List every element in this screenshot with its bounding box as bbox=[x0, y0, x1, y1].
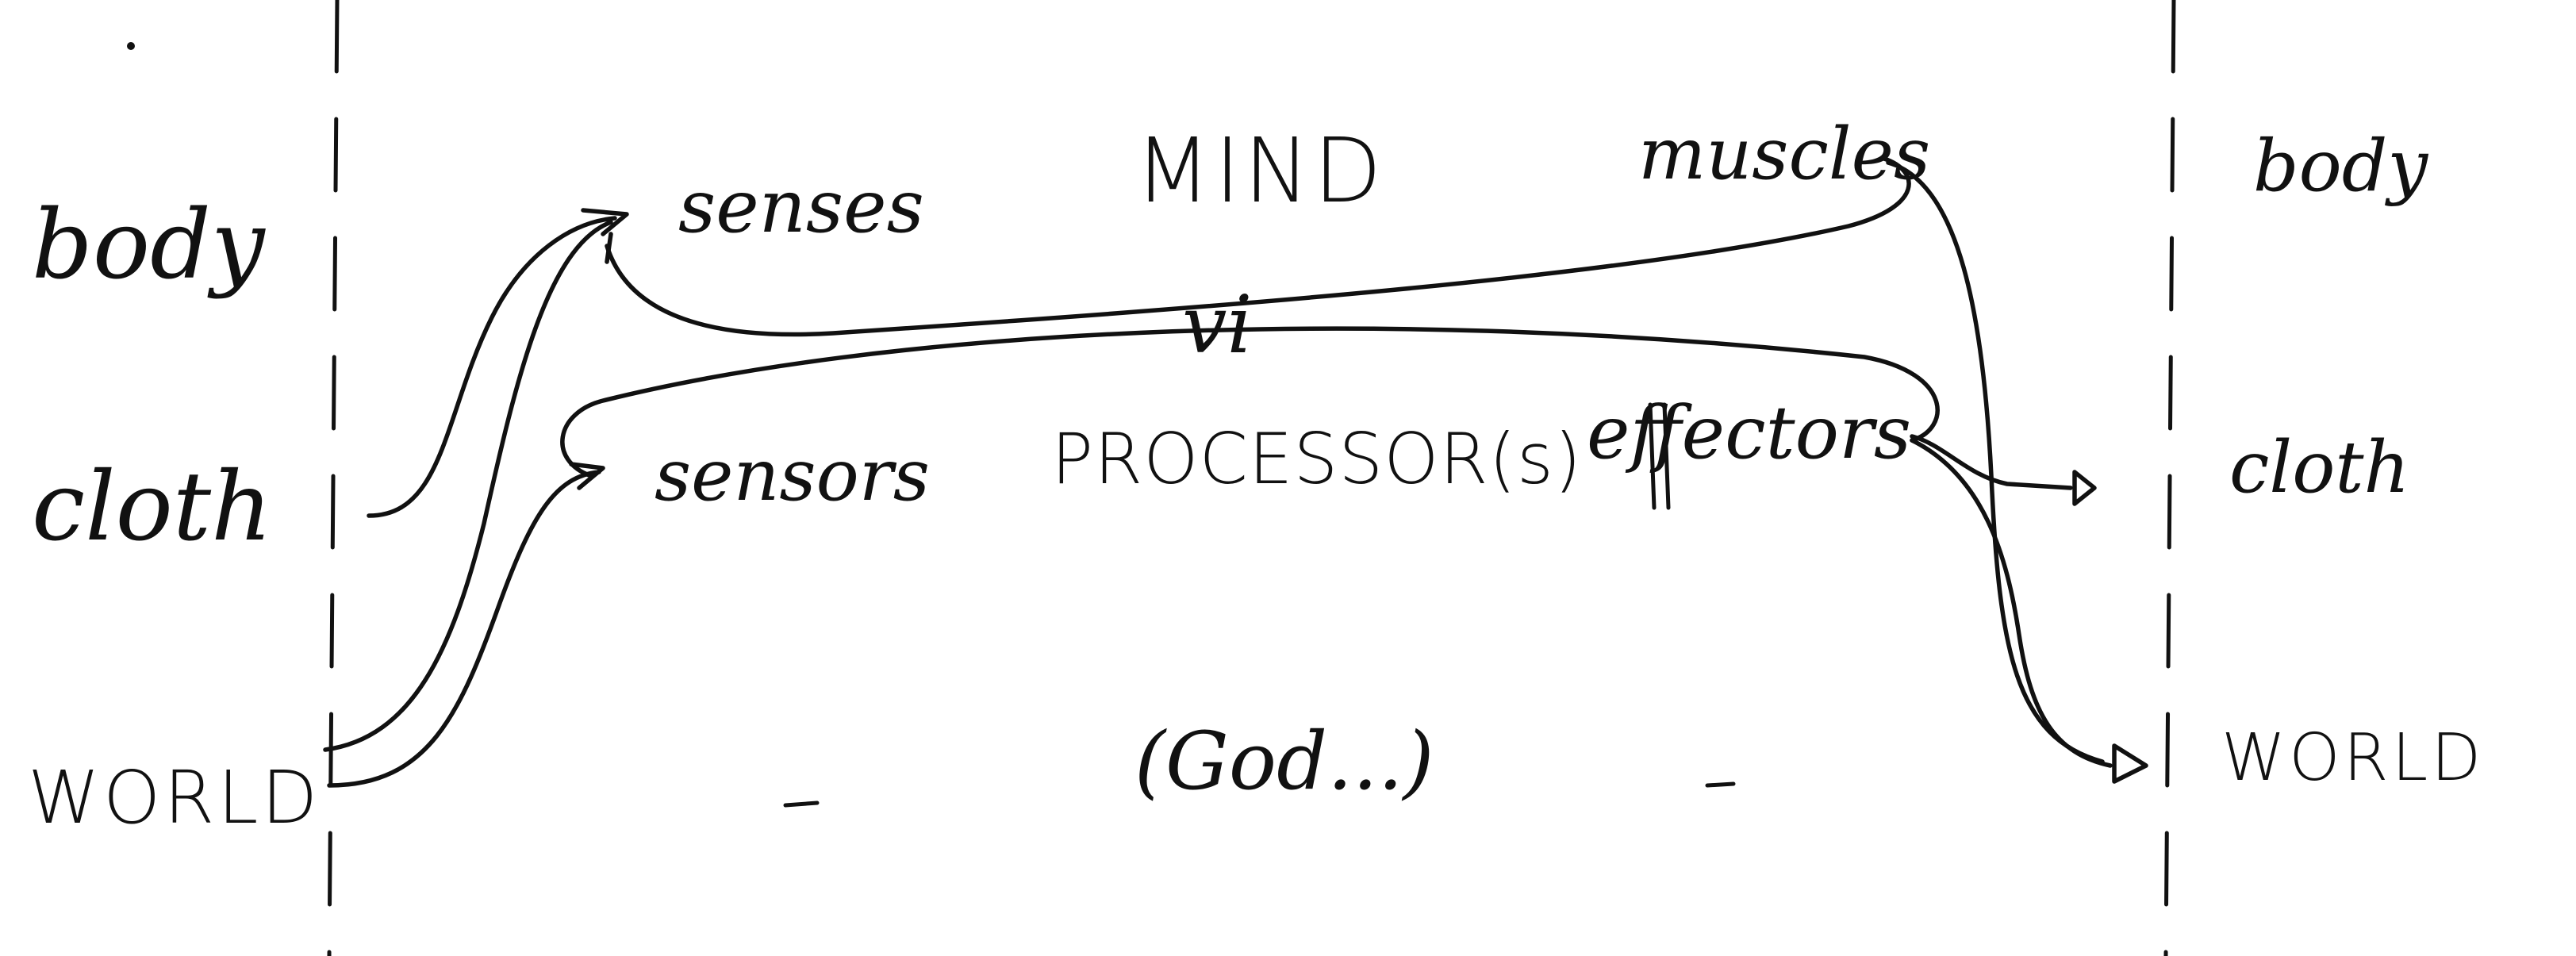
sensors-label: sensors bbox=[655, 434, 930, 517]
sensors-arrowhead bbox=[569, 462, 605, 490]
muscles-to-senses-curve bbox=[605, 156, 1911, 337]
effectors-strike-a bbox=[1648, 402, 1657, 510]
world-to-sensors-arrow bbox=[327, 470, 601, 788]
effectors-label: effectors bbox=[1587, 390, 1912, 475]
sensors-to-effectors-curve bbox=[560, 326, 1940, 478]
right-body-label: body bbox=[2253, 125, 2428, 208]
right-divider-line bbox=[2163, 0, 2176, 956]
vs-label: vi bbox=[1182, 278, 1253, 371]
cloth-to-senses-arrow bbox=[367, 216, 617, 518]
world-to-senses-arrow bbox=[323, 220, 613, 752]
god-label: (God...) bbox=[1134, 715, 1434, 808]
processors-label: PROCESSOR(s) bbox=[1051, 418, 1583, 500]
dash-left bbox=[783, 801, 820, 808]
ink-dot bbox=[127, 42, 135, 50]
right-cloth-label: cloth bbox=[2229, 426, 2410, 509]
right-world-arrowhead bbox=[2112, 743, 2148, 784]
muscles-label: muscles bbox=[1638, 113, 1931, 196]
left-world-label: WORLD bbox=[28, 755, 321, 840]
effectors-to-cloth-arrow bbox=[1910, 434, 2073, 490]
effectors-to-world-arrow bbox=[1910, 438, 2113, 768]
mind-title: MIND bbox=[1134, 120, 1385, 223]
effectors-strike-b bbox=[1662, 402, 1671, 510]
dash-right bbox=[1705, 781, 1736, 788]
senses-label: senses bbox=[678, 164, 924, 249]
right-world-label: WORLD bbox=[2221, 720, 2485, 796]
left-divider-line bbox=[327, 0, 340, 956]
left-body-label: body bbox=[32, 190, 265, 301]
muscles-to-world-arrow bbox=[1886, 160, 2105, 764]
left-cloth-label: cloth bbox=[32, 452, 273, 562]
right-cloth-arrowhead bbox=[2072, 470, 2097, 506]
